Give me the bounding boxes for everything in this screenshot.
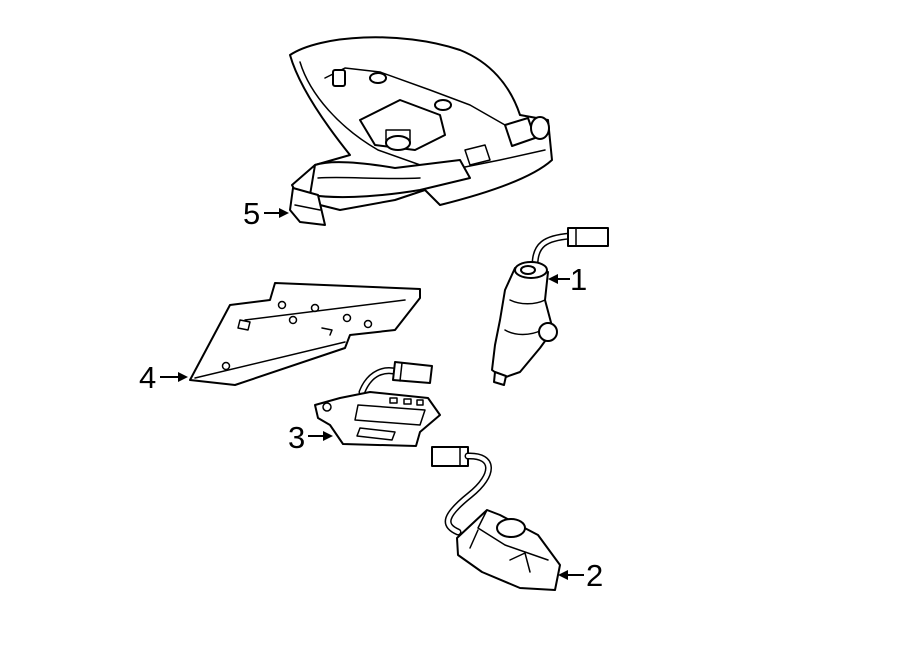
callout-1-arrowhead — [548, 274, 558, 284]
callout-2: 2 — [558, 558, 603, 593]
part-1-sensor — [491, 227, 609, 386]
callout-4-arrowhead — [178, 372, 188, 382]
part-4-bracket — [189, 282, 421, 386]
callout-4-label: 4 — [139, 360, 156, 395]
callout-5-arrowhead — [279, 208, 289, 218]
callout-5: 5 — [243, 196, 289, 231]
callout-5-label: 5 — [243, 196, 260, 231]
part-3-module — [314, 361, 441, 447]
callout-4: 4 — [139, 360, 188, 395]
callout-3-label: 3 — [288, 420, 305, 455]
callout-1-label: 1 — [570, 262, 587, 297]
callout-2-label: 2 — [586, 558, 603, 593]
callout-3: 3 — [288, 420, 333, 455]
callout-1: 1 — [548, 262, 587, 297]
part-5-antenna-housing — [289, 36, 553, 226]
callout-2-arrowhead — [558, 570, 568, 580]
callout-3-arrowhead — [323, 431, 333, 441]
part-2-sensor — [431, 446, 561, 591]
